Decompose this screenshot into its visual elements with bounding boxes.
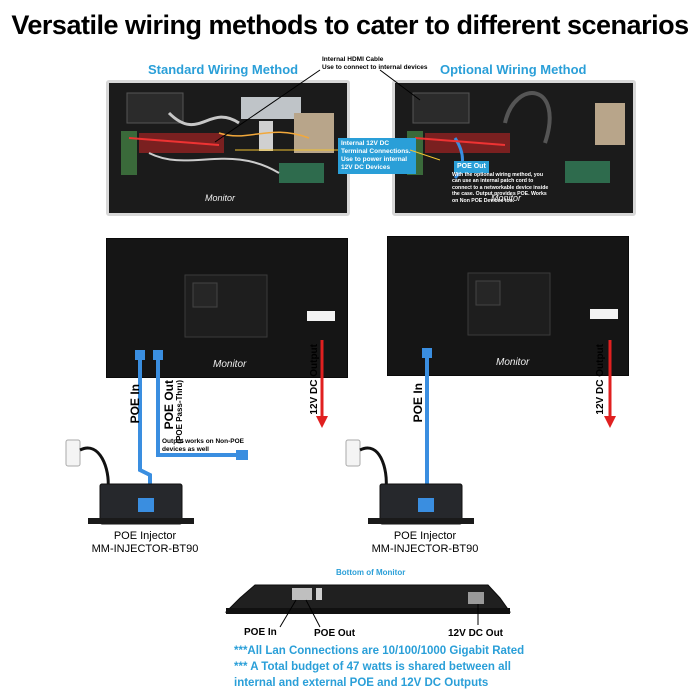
left-poe-in-plug	[135, 350, 145, 360]
left-monitor-back-detail: Monitor	[184, 274, 335, 370]
caption-line: MM-INJECTOR-BT90	[91, 543, 199, 555]
bottom-monitor-edge	[226, 608, 510, 614]
optional-wiring-internals: Monitor	[407, 91, 625, 203]
left-poe-out-cable	[156, 352, 238, 457]
dc-terminal-callout: Internal 12V DC Terminal Connections. Us…	[338, 138, 416, 174]
right-poe-in-plug	[422, 348, 432, 358]
optional-wiring-photo: Monitor	[392, 80, 636, 216]
hdmi-cable-note: Internal HDMI Cable Use to connect to in…	[322, 56, 427, 72]
page-title: Versatile wiring methods to cater to dif…	[11, 10, 689, 40]
right-injector-port	[418, 498, 434, 512]
standard-wiring-photo: Monitor	[106, 80, 350, 216]
left-monitor-back: Monitor	[106, 238, 348, 378]
bottom-dc-port	[468, 592, 484, 604]
non-poe-note: Output works on Non-POE devices as well	[162, 438, 244, 454]
right-power-cord	[359, 446, 388, 489]
note-line: Output works on Non-POE	[162, 438, 244, 445]
right-monitor-back-detail: Monitor	[467, 272, 618, 368]
bottom-usb-port	[316, 588, 322, 600]
svg-text:Monitor: Monitor	[496, 357, 530, 368]
right-dc-arrowhead	[604, 416, 616, 428]
left-injector-caption: POE Injector MM-INJECTOR-BT90	[70, 530, 220, 556]
note-line: can use an internal patch cord to	[452, 178, 534, 185]
right-wall-outlet	[345, 439, 361, 467]
note-line: ***All Lan Connections are 10/100/1000 G…	[234, 645, 525, 657]
poe-out-pointer	[305, 599, 321, 628]
left-injector-port	[138, 498, 154, 512]
optional-wiring-heading: Optional Wiring Method	[440, 62, 587, 77]
note-line: the case. Output provides POE. Works	[452, 191, 547, 198]
callout-line: Terminal Connections.	[341, 148, 411, 155]
bottom-poe-out-label: POE Out	[314, 628, 356, 639]
note-line: With the optional wiring method, you	[452, 172, 544, 178]
left-wall-outlet	[65, 439, 81, 467]
callout-line: Internal 12V DC	[341, 140, 390, 147]
hdmi-note-line: Internal HDMI Cable	[322, 56, 384, 63]
left-poe-out-plug	[153, 350, 163, 360]
left-power-cord	[79, 446, 110, 489]
note-line: connect to a networkable device inside	[452, 184, 549, 191]
bottom-monitor-body	[224, 584, 511, 613]
bottom-of-monitor-heading: Bottom of Monitor	[336, 568, 406, 577]
right-injector-base	[368, 518, 474, 524]
standard-wiring-heading: Standard Wiring Method	[148, 62, 299, 77]
poe-out-callout: POE Out	[454, 161, 489, 173]
left-dc-arrowhead	[316, 416, 328, 428]
left-poe-out-end-plug	[236, 450, 248, 460]
left-injector-base	[88, 518, 194, 524]
caption-line: POE Injector	[113, 530, 177, 542]
bottom-lan-ports	[292, 588, 312, 600]
note-line: on Non POE Devices too.	[452, 197, 515, 204]
hdmi-note-line: Use to connect to internal devices	[322, 64, 428, 71]
callout-line: Use to power internal	[341, 156, 408, 163]
optional-wiring-note: With the optional wiring method, you can…	[452, 172, 602, 204]
right-injector-caption: POE Injector MM-INJECTOR-BT90	[350, 530, 500, 556]
bottom-dc-out-label: 12V DC Out	[448, 628, 504, 639]
note-line: devices as well	[162, 446, 209, 453]
note-line: internal and external POE and 12V DC Out…	[234, 677, 489, 689]
caption-line: MM-INJECTOR-BT90	[371, 543, 479, 555]
caption-line: POE Injector	[393, 530, 457, 542]
bottom-poe-in-label: POE In	[244, 627, 277, 638]
poe-in-pointer	[279, 599, 297, 628]
svg-text:Monitor: Monitor	[213, 359, 247, 370]
svg-text:Monitor: Monitor	[491, 193, 522, 203]
rating-notes: ***All Lan Connections are 10/100/1000 G…	[234, 643, 694, 691]
standard-wiring-internals: Monitor	[121, 92, 334, 203]
note-line: *** A Total budget of 47 watts is shared…	[234, 661, 511, 673]
svg-text:Monitor: Monitor	[205, 193, 236, 203]
callout-line: 12V DC Devices	[341, 164, 391, 171]
